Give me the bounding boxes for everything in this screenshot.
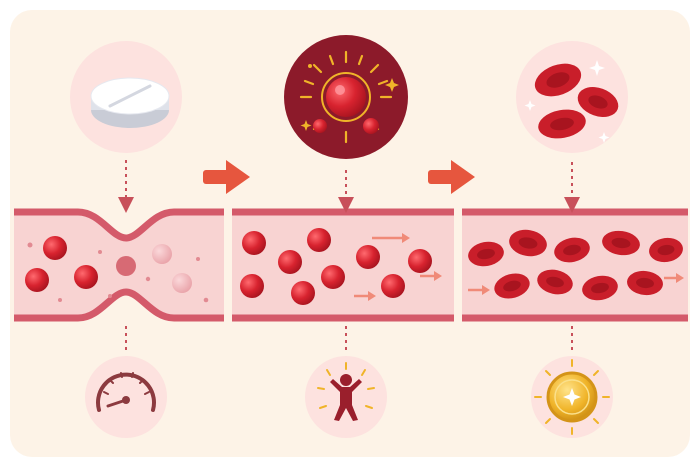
healthy-red-blood-cells-icon bbox=[516, 41, 628, 153]
vessel-2-cells bbox=[240, 228, 442, 305]
vessel-3-cells bbox=[468, 229, 684, 301]
biconcave-blood-cell bbox=[494, 273, 530, 299]
pale-blood-cell bbox=[116, 256, 136, 276]
biconcave-blood-cell bbox=[554, 237, 590, 263]
biconcave-blood-cell bbox=[627, 270, 663, 296]
dotted-connectors bbox=[118, 160, 580, 352]
biconcave-blood-cell bbox=[468, 241, 504, 267]
blood-cell bbox=[74, 265, 98, 289]
vessel-1-cells bbox=[25, 236, 209, 303]
energetic-person-icon bbox=[305, 356, 387, 438]
blood-cell bbox=[25, 268, 49, 292]
blood-cell bbox=[43, 236, 67, 260]
blood-cell bbox=[356, 245, 380, 269]
white-pill-icon bbox=[70, 41, 182, 153]
blood-cell bbox=[408, 249, 432, 273]
flow-arrows bbox=[468, 273, 684, 295]
golden-sun-medal-icon bbox=[531, 356, 613, 438]
blood-cell bbox=[381, 274, 405, 298]
vessel-healthy bbox=[462, 208, 688, 322]
biconcave-blood-cell bbox=[582, 275, 618, 301]
biconcave-blood-cell bbox=[649, 237, 683, 263]
flow-arrows bbox=[354, 233, 442, 301]
blood-cell bbox=[291, 281, 315, 305]
arrow-right-icon bbox=[428, 160, 475, 194]
biconcave-blood-cell bbox=[602, 230, 640, 256]
pale-blood-cell bbox=[172, 273, 192, 293]
blood-cell bbox=[321, 265, 345, 289]
biconcave-blood-cell bbox=[509, 229, 547, 257]
low-gauge-icon bbox=[85, 356, 167, 438]
arrow-right-icon bbox=[203, 160, 250, 194]
blood-cell bbox=[278, 250, 302, 274]
blood-cell bbox=[242, 231, 266, 255]
pale-blood-cell bbox=[152, 244, 172, 264]
glowing-blood-cell-icon bbox=[284, 35, 408, 159]
blood-cell bbox=[307, 228, 331, 252]
blood-cell bbox=[240, 274, 264, 298]
biconcave-blood-cell bbox=[537, 269, 573, 295]
